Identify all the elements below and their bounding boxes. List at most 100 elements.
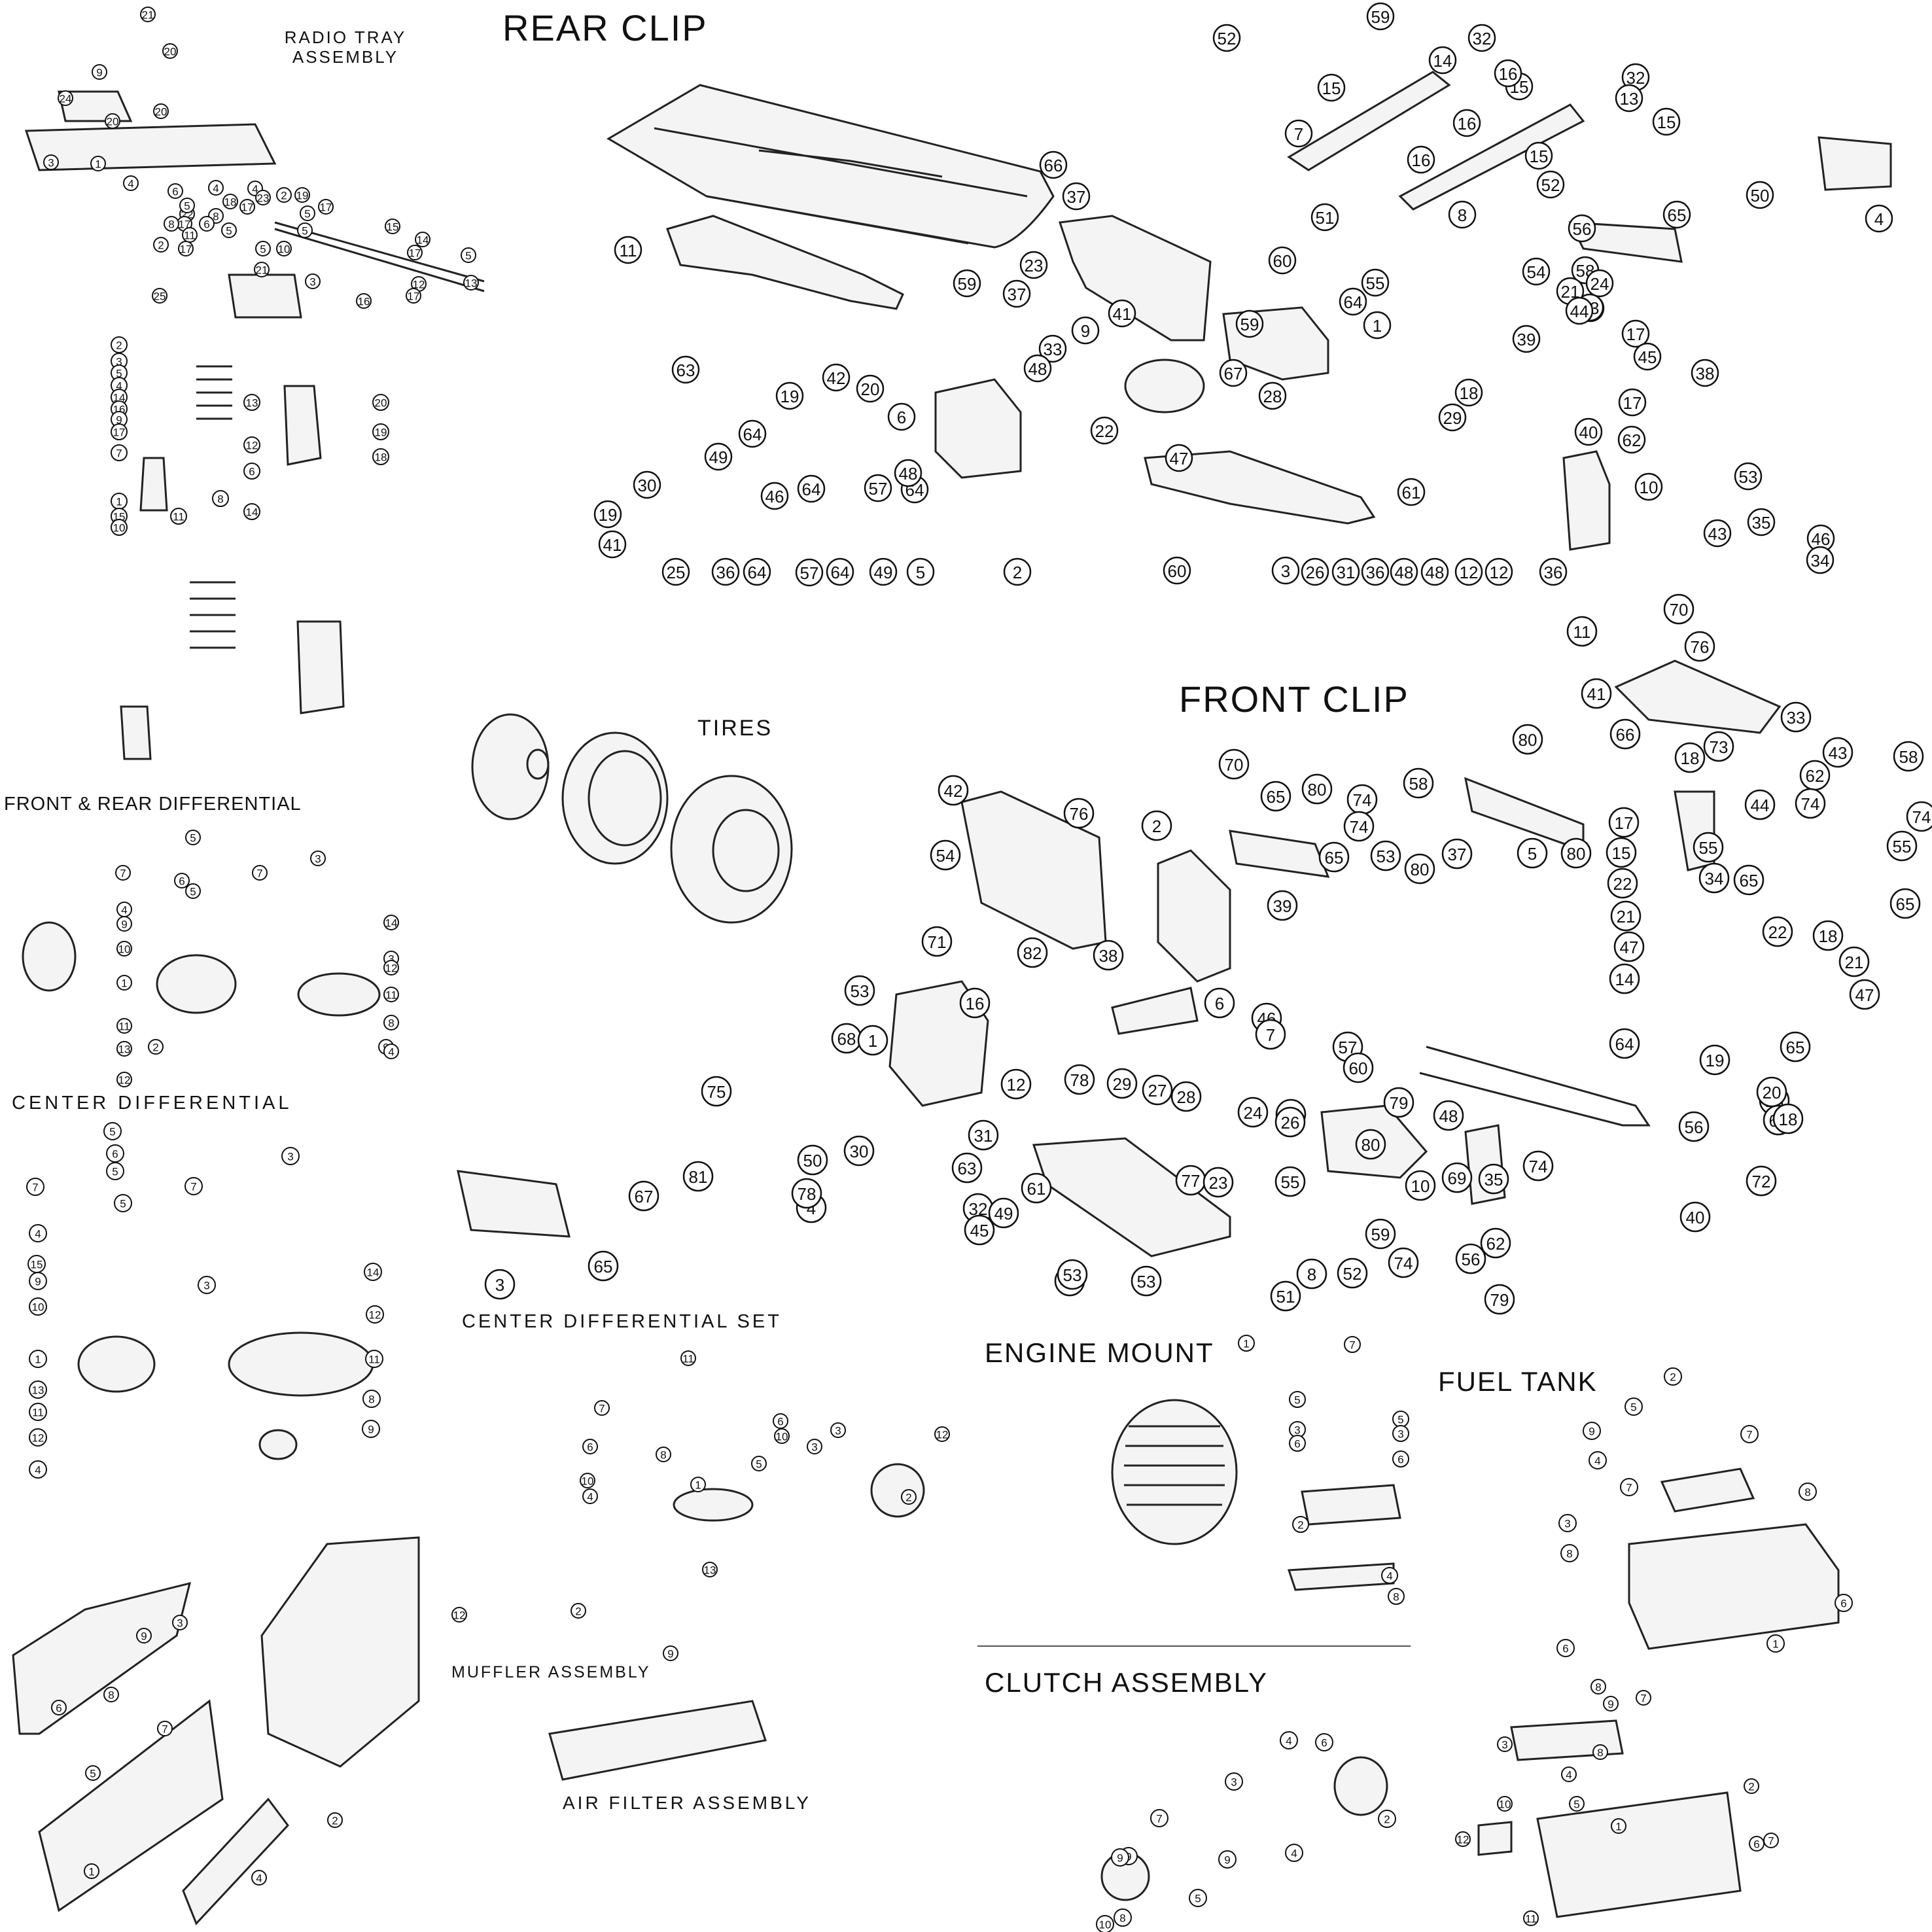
- front-clip-callout-59: 59: [1365, 1218, 1396, 1250]
- radio-tray-callout-5: 5: [297, 222, 313, 238]
- callout-number: 23: [1209, 1173, 1228, 1193]
- callout-number: 19: [375, 427, 387, 439]
- radio-tray-callout-20: 20: [105, 113, 120, 129]
- front-clip-callout-74: 74: [1795, 788, 1826, 819]
- front-clip-callout-72: 72: [1746, 1165, 1777, 1197]
- rear-clip-callout-45: 45: [1633, 342, 1662, 371]
- callout-number: 42: [944, 781, 963, 801]
- front-clip-callout-42: 42: [938, 775, 969, 806]
- callout-number: 65: [1740, 871, 1759, 890]
- rear-clip-callout-37: 37: [1002, 279, 1031, 308]
- radio-tray-callout-23: 23: [255, 190, 271, 205]
- callout-number: 11: [385, 989, 397, 1002]
- callout-number: 3: [1231, 1776, 1237, 1789]
- rear-clip-callout-67: 67: [1219, 359, 1248, 387]
- callout-number: 15: [1322, 79, 1341, 98]
- callout-number: 55: [1699, 838, 1718, 858]
- rear-clip-title: REAR CLIP: [502, 7, 708, 48]
- shocks-callout-12: 12: [243, 436, 260, 453]
- rear-clip-callout-57: 57: [795, 558, 824, 587]
- callout-number: 66: [1044, 156, 1063, 175]
- callout-number: 32: [1473, 29, 1492, 48]
- center-diff-drawings: [22, 921, 381, 1460]
- front-clip-callout-53: 53: [1370, 840, 1401, 871]
- callout-number: 20: [861, 379, 880, 399]
- callout-number: 4: [1286, 1735, 1291, 1748]
- callout-number: 14: [1615, 970, 1634, 989]
- front-clip-callout-80: 80: [1560, 837, 1592, 869]
- callout-number: 9: [1607, 1698, 1613, 1711]
- front-clip-callout-65: 65: [1260, 781, 1291, 812]
- front-clip-callout-48: 48: [1433, 1100, 1464, 1131]
- front-clip-callout-21: 21: [1838, 946, 1870, 977]
- callout-number: 58: [1409, 774, 1428, 794]
- rear-clip-callout-28: 28: [1258, 381, 1287, 410]
- callout-number: 14: [417, 234, 429, 247]
- callout-number: 2: [1297, 1519, 1303, 1532]
- callout-number: 64: [748, 563, 767, 582]
- front-clip-callout-3: 3: [484, 1269, 516, 1300]
- center-diff-callout-5: 5: [185, 883, 201, 899]
- callout-number: 4: [213, 183, 219, 195]
- callout-number: 22: [1613, 874, 1632, 894]
- front-clip-callout-38: 38: [1093, 940, 1124, 971]
- callout-number: 10: [776, 1431, 788, 1443]
- callout-number: 74: [1353, 790, 1372, 810]
- callout-number: 7: [1294, 124, 1303, 144]
- callout-number: 3: [309, 276, 315, 289]
- callout-number: 4: [252, 183, 258, 196]
- front-clip-callout-70: 70: [1218, 748, 1250, 780]
- rear-clip-callout-59: 59: [953, 269, 981, 298]
- callout-number: 4: [388, 1046, 394, 1059]
- rear-clip-callout-14: 14: [1428, 46, 1457, 75]
- callout-number: 67: [635, 1187, 654, 1206]
- callout-number: 70: [1670, 600, 1689, 620]
- callout-number: 38: [1099, 946, 1118, 966]
- front-clip-callout-18: 18: [1674, 742, 1706, 773]
- callout-number: 6: [587, 1441, 593, 1454]
- callout-number: 17: [409, 247, 421, 260]
- front-clip-callout-7: 7: [1255, 1019, 1286, 1050]
- engine-mount-callout-2: 2: [1292, 1516, 1309, 1533]
- clutch-callout-6: 6: [1315, 1733, 1333, 1751]
- callout-number: 52: [1218, 29, 1237, 48]
- callout-number: 28: [1177, 1087, 1196, 1107]
- callout-number: 3: [835, 1425, 841, 1437]
- front-clip-callout-50: 50: [797, 1144, 828, 1176]
- center-diff-callout-9: 9: [116, 916, 132, 932]
- callout-number: 31: [974, 1126, 993, 1146]
- callout-number: 44: [1570, 302, 1589, 321]
- front-clip-title: FRONT CLIP: [1179, 678, 1409, 720]
- rear-clip-callout-23: 23: [1019, 251, 1048, 279]
- body-callout-9: 9: [136, 1628, 152, 1643]
- callout-number: 19: [599, 505, 618, 525]
- callout-number: 5: [190, 886, 196, 898]
- callout-number: 17: [1623, 393, 1642, 413]
- callout-number: 56: [1462, 1250, 1481, 1269]
- callout-number: 19: [781, 387, 799, 406]
- callout-number: 18: [1819, 926, 1838, 946]
- callout-number: 7: [1768, 1835, 1774, 1848]
- body-callout-6: 6: [51, 1700, 67, 1715]
- callout-number: 82: [1023, 943, 1042, 963]
- body-callout-5: 5: [85, 1765, 101, 1781]
- callout-number: 55: [1893, 837, 1912, 856]
- center-diff-set-callout-12: 12: [366, 1305, 384, 1324]
- radio-tray-callout-5: 5: [461, 247, 476, 263]
- callout-number: 29: [1443, 408, 1462, 428]
- radio-tray-callout-6: 6: [199, 216, 215, 232]
- callout-number: 10: [1640, 478, 1659, 497]
- rear-clip-callout-55: 55: [1361, 268, 1390, 297]
- callout-number: 6: [1397, 1454, 1403, 1466]
- callout-number: 8: [1119, 1912, 1125, 1925]
- callout-number: 11: [32, 1407, 44, 1419]
- callout-number: 21: [1845, 953, 1864, 972]
- front-clip-callout-62: 62: [1799, 760, 1831, 791]
- front-clip-callout-22: 22: [1762, 916, 1793, 947]
- rear-clip-callout-2: 2: [1003, 557, 1032, 586]
- engine-mount-callout-1: 1: [1238, 1335, 1255, 1352]
- rear-clip-callout-10: 10: [1634, 472, 1663, 501]
- callout-number: 5: [190, 832, 196, 845]
- front-clip-callout-47: 47: [1849, 979, 1880, 1010]
